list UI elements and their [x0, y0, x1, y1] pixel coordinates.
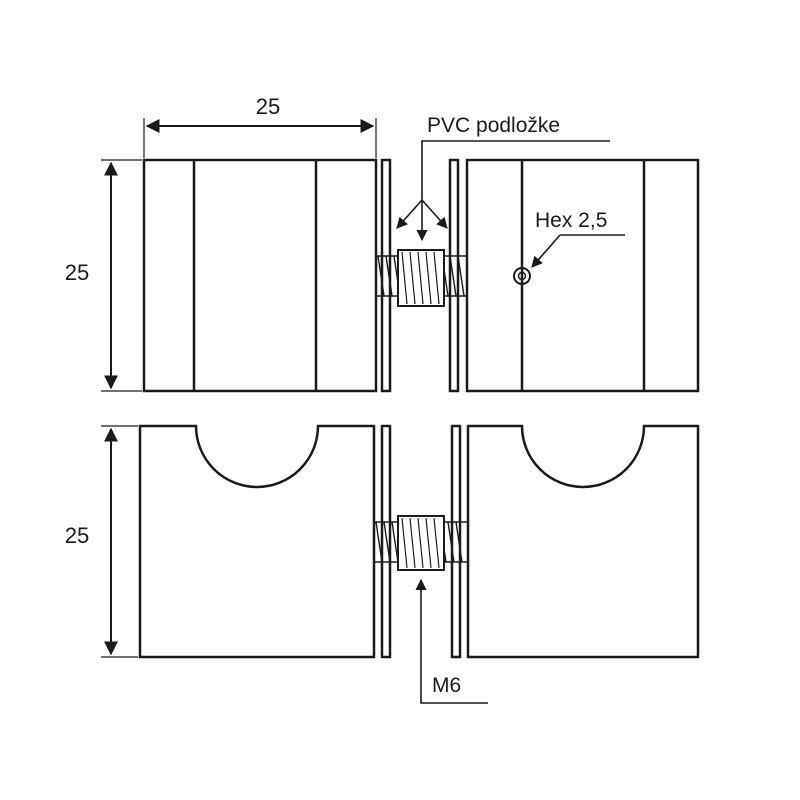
- pvc-leader: [421, 140, 610, 200]
- top-spacer-thread: [401, 251, 440, 305]
- top-right-block: [465, 158, 700, 393]
- dim-top-height-label: 25: [65, 260, 89, 285]
- pvc-washers-label: PVC podložke: [427, 114, 560, 137]
- m6-leader: [415, 578, 488, 704]
- top-left-block: [142, 158, 378, 393]
- bottom-left-block: [138, 424, 376, 659]
- hex-key-label: Hex 2,5: [535, 209, 607, 232]
- top-washer-right: [448, 158, 460, 393]
- dim-bottom-height-label: 25: [65, 523, 89, 548]
- hex-screw-icon: [513, 267, 531, 285]
- top-washer-left: [380, 158, 392, 393]
- bottom-washer-left: [380, 424, 392, 659]
- thread-size-label: M6: [432, 674, 461, 697]
- bottom-right-block: [466, 424, 700, 659]
- bottom-washer-right: [450, 424, 462, 659]
- bottom-spacer-thread: [401, 517, 440, 569]
- dim-top-width-label: 25: [256, 94, 280, 119]
